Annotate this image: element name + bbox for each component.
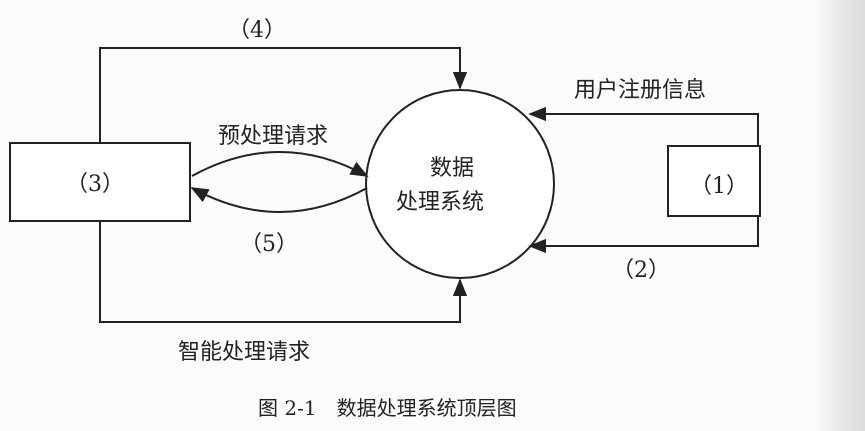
flow-5-label: （5） (240, 232, 298, 257)
process-label-2: 处理系统 (396, 190, 485, 215)
flow-4-line (99, 47, 468, 143)
page-edge-shadow (815, 0, 865, 431)
flow-2-line (528, 216, 759, 254)
flow-5-curve (190, 187, 368, 213)
flow-user-reg-line (528, 106, 759, 146)
flow-preprocess-curve (191, 151, 369, 177)
process-label-1: 数据 (430, 156, 475, 181)
flow-4-label: （4） (228, 18, 286, 43)
flow-preprocess-label: 预处理请求 (218, 124, 329, 149)
external-entity-3 (9, 142, 191, 222)
process-circle (365, 89, 555, 279)
flow-smart-label: 智能处理请求 (178, 340, 311, 365)
entity-1-label: （1） (690, 174, 748, 199)
flow-user-reg-label: 用户注册信息 (574, 78, 707, 103)
external-entity-1 (667, 145, 761, 217)
flow-2-label: （2） (612, 258, 670, 283)
flow-smart-line (99, 221, 468, 323)
entity-3-label: （3） (66, 172, 124, 197)
figure-caption: 图 2-1 数据处理系统顶层图 (258, 396, 517, 420)
